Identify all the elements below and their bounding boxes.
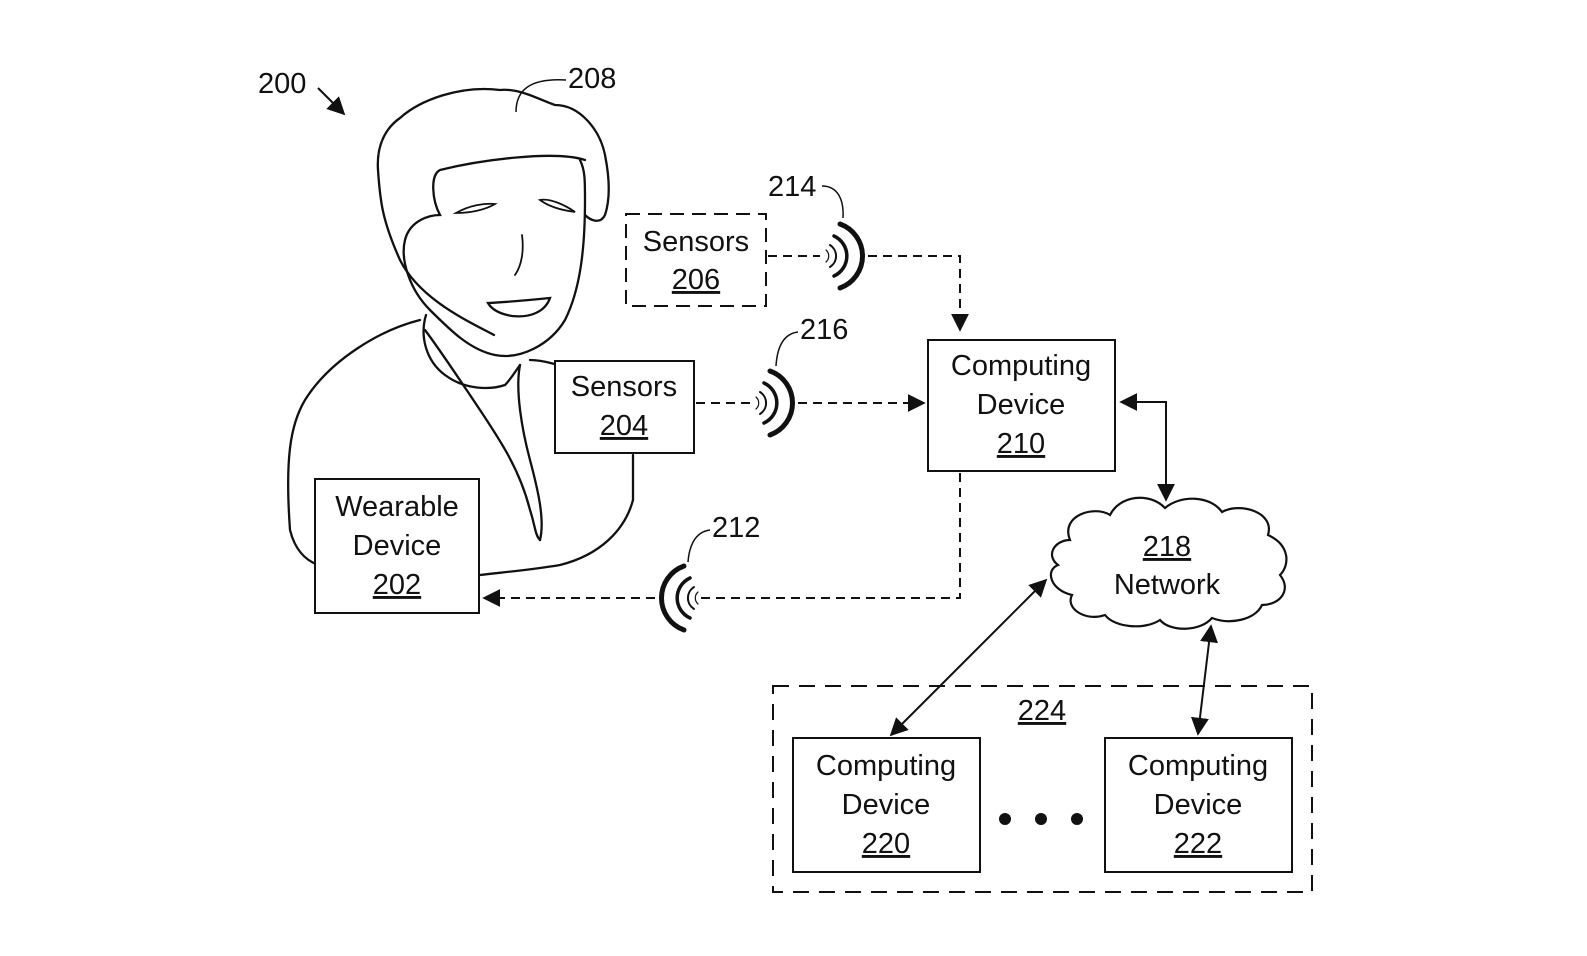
computing-device-220-line2: Device: [842, 789, 931, 821]
mouth: [486, 296, 552, 318]
wearable-device-ref: 202: [373, 569, 421, 601]
signal-216-ref: 216: [800, 314, 848, 346]
computing-device-210-ref: 210: [997, 428, 1045, 460]
computing-device-210-line2: Device: [977, 389, 1066, 421]
signal-212-leader: [687, 529, 711, 563]
device-group-224[interactable]: 224: [772, 685, 1313, 893]
computing-device-222-line2: Device: [1154, 789, 1243, 821]
wearable-device-line2: Device: [353, 530, 442, 562]
signal-212-ref: 212: [712, 512, 760, 544]
user-illustration: [286, 87, 635, 577]
sensors-206-ref: 206: [672, 264, 720, 296]
user-ref-label: 208: [568, 63, 616, 95]
computing-device-210-line1: Computing: [951, 350, 1091, 382]
figure-ref-arrow: [317, 87, 346, 116]
sensors-206-box[interactable]: Sensors 206: [625, 213, 767, 307]
computing-device-210-box[interactable]: Computing Device 210: [927, 339, 1116, 472]
computing-device-220-ref: 220: [862, 828, 910, 860]
computing-device-222-ref: 222: [1174, 828, 1222, 860]
left-eye: [452, 202, 498, 214]
sensors-204-label: Sensors: [571, 371, 677, 403]
figure-ref-label: 200: [258, 68, 306, 100]
link-206-to-210: [768, 255, 960, 330]
collar: [422, 313, 522, 390]
right-eye: [537, 198, 576, 213]
nose: [514, 234, 524, 276]
torso-right: [478, 453, 635, 577]
network-label: Network: [1114, 569, 1221, 601]
wearable-device-line1: Wearable: [335, 491, 459, 523]
face-outline: [402, 154, 587, 358]
computing-device-220-box[interactable]: Computing Device 220: [792, 737, 981, 873]
hair-outline: [376, 87, 610, 337]
signal-214-ref: 214: [768, 171, 816, 203]
link-network-220: [889, 578, 1048, 737]
sensors-204-ref: 204: [600, 410, 648, 442]
computing-device-222-line1: Computing: [1128, 750, 1268, 782]
signal-212-icon: [658, 563, 699, 633]
link-210-network: [1119, 393, 1175, 502]
device-group-ref: 224: [1018, 695, 1066, 727]
network-ref: 218: [1143, 531, 1191, 563]
ellipsis-dots: [999, 813, 1083, 825]
user-ref-leader: [515, 79, 567, 113]
lapel-right: [517, 363, 543, 542]
wearable-device-202-box[interactable]: Wearable Device 202: [314, 478, 480, 614]
signal-216-leader: [775, 331, 799, 367]
network-218-cloud[interactable]: 218 Network: [1049, 496, 1288, 630]
link-network-222: [1191, 624, 1218, 736]
signal-216-icon: [755, 368, 796, 438]
lapel-left: [423, 328, 542, 542]
computing-device-222-box[interactable]: Computing Device 222: [1104, 737, 1293, 873]
computing-device-220-line1: Computing: [816, 750, 956, 782]
sensors-204-box[interactable]: Sensors 204: [554, 360, 695, 454]
shoulders: [286, 318, 422, 567]
signal-214-icon: [825, 221, 866, 291]
signal-214-leader: [821, 185, 844, 219]
sensors-206-label: Sensors: [643, 226, 749, 258]
